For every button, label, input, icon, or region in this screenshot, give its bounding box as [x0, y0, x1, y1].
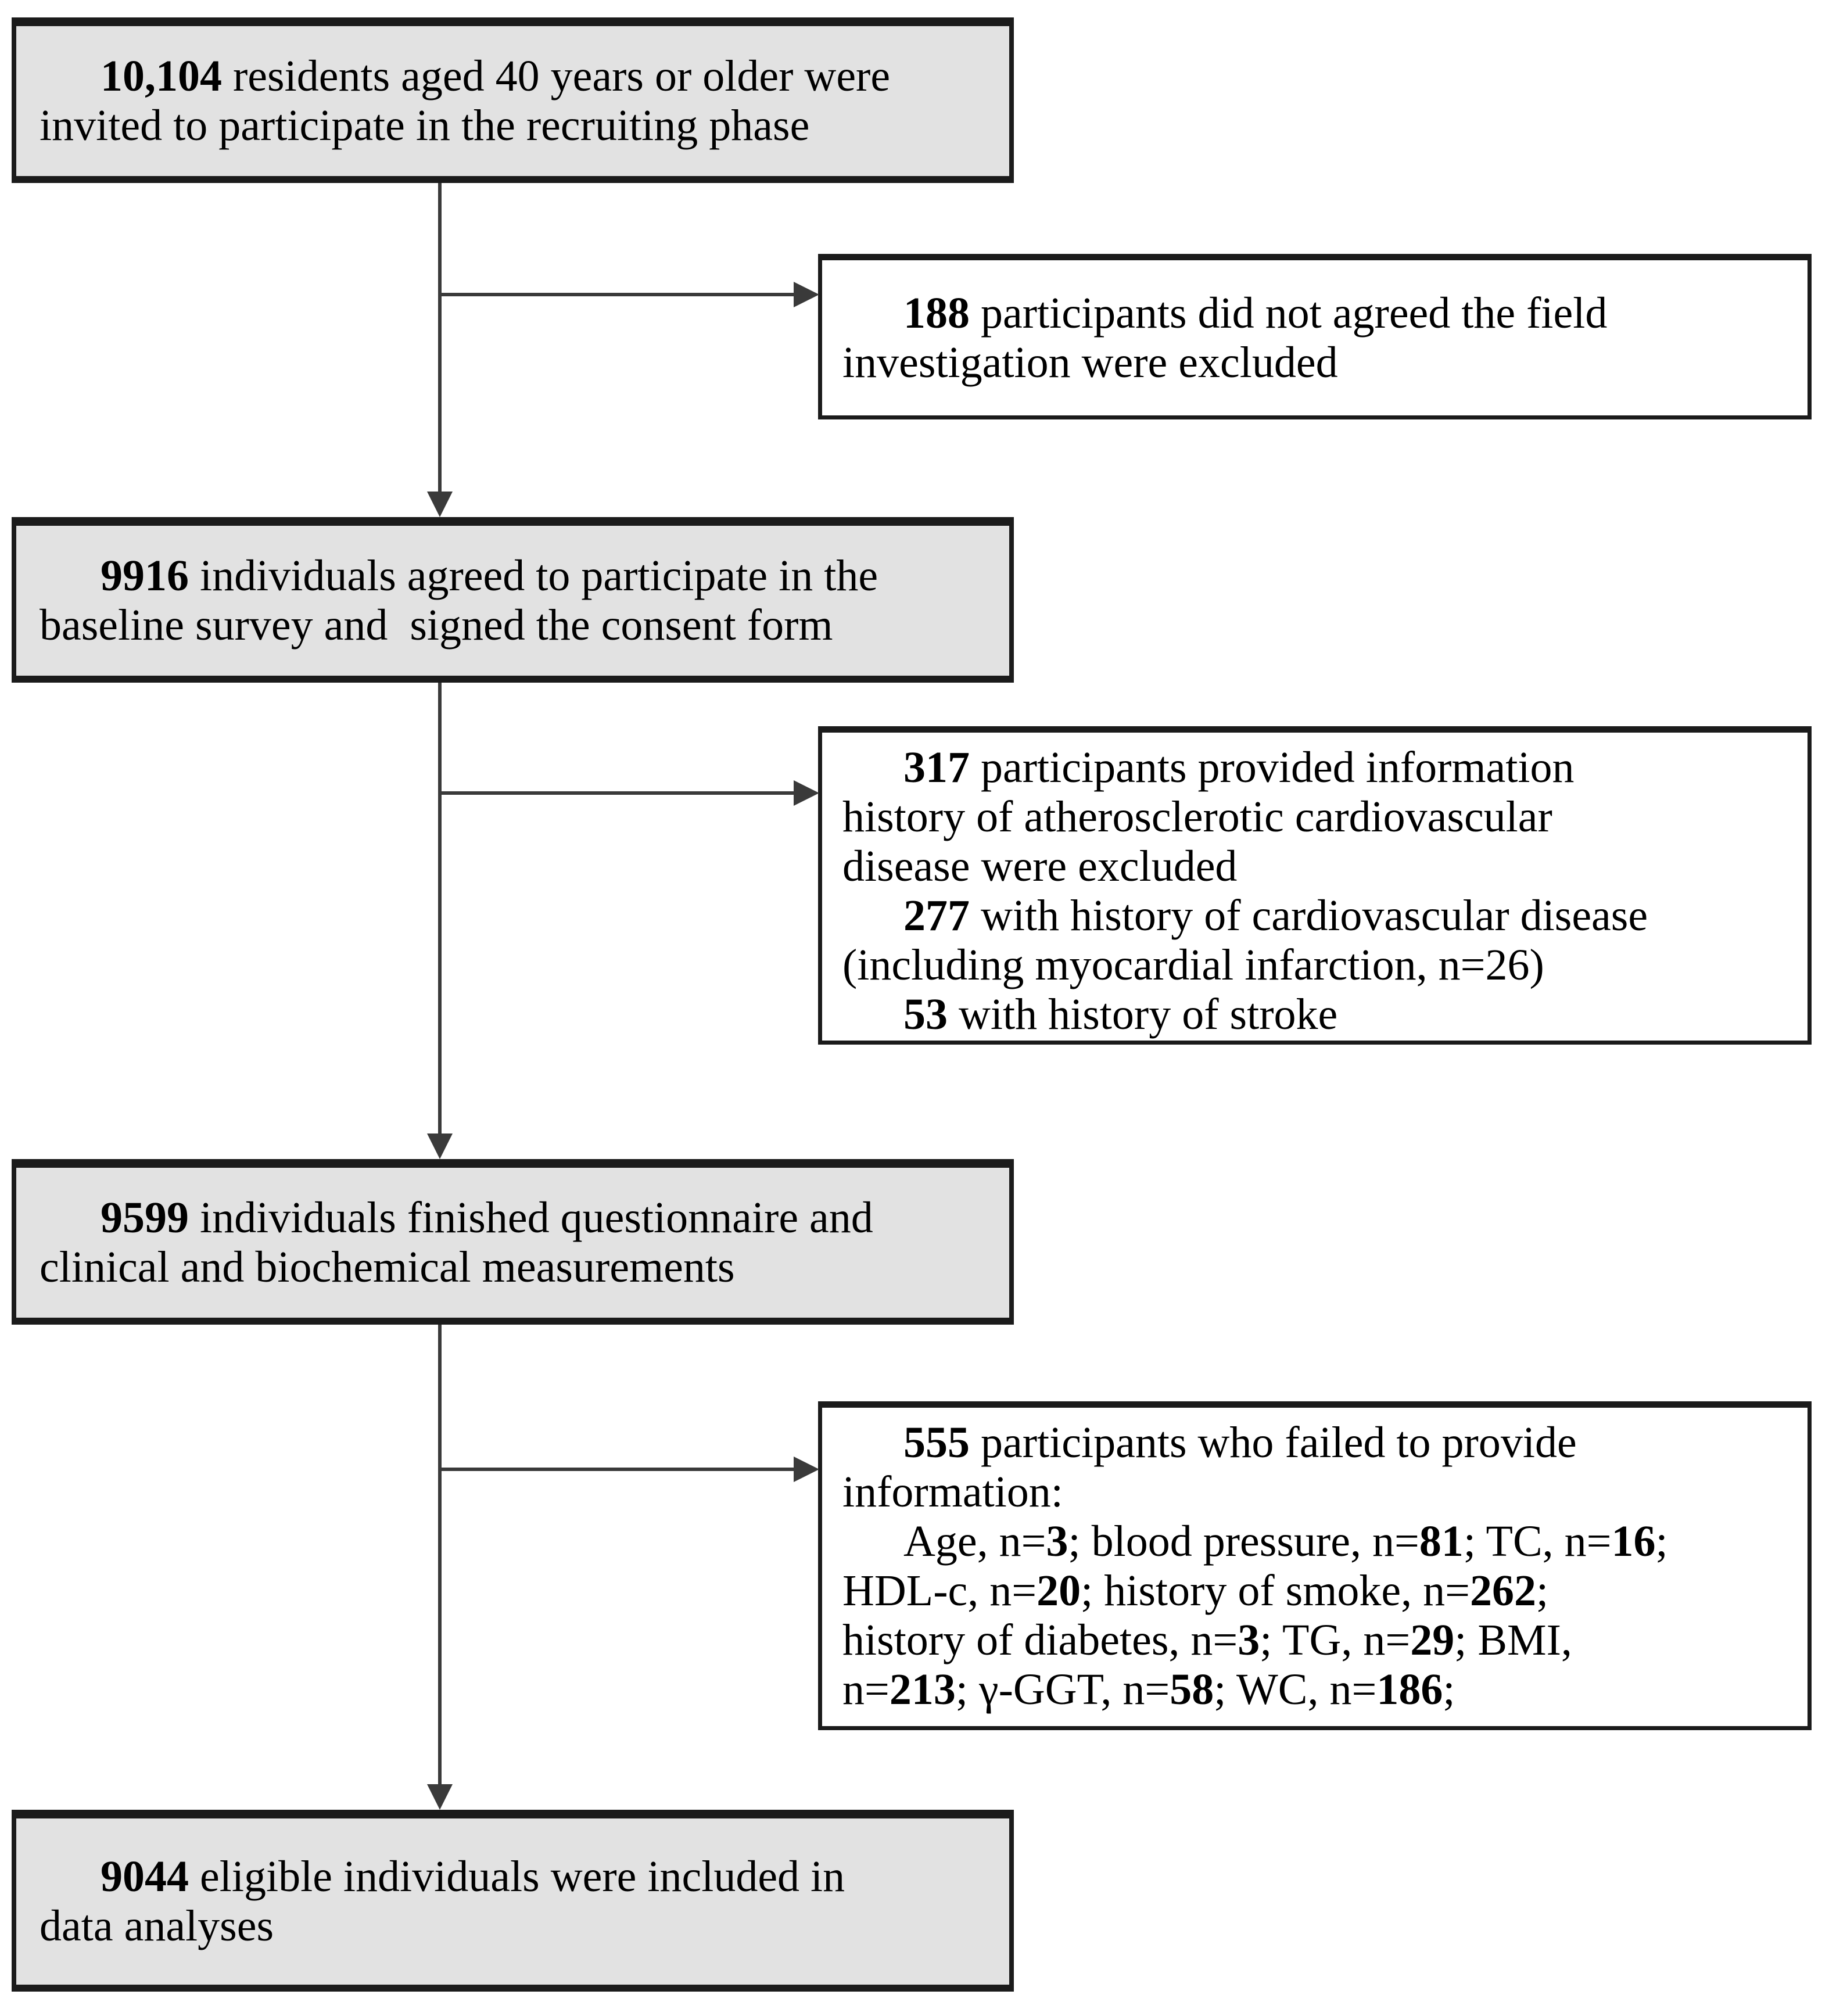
flow-box-final: 9044 eligible individuals were included … [12, 1810, 1014, 1992]
count-value: 277 [903, 891, 970, 940]
text-line: history of atherosclerotic cardiovascula… [842, 792, 1787, 842]
text-line: 9599 individuals finished questionnaire … [40, 1193, 986, 1243]
text-segment: ; WC, n= [1214, 1665, 1377, 1714]
arrowhead-down-icon-1 [427, 492, 453, 517]
flow-box-agreed: 9916 individuals agreed to participate i… [12, 517, 1014, 683]
text-line: baseline survey and signed the consent f… [40, 601, 986, 650]
text-line: invited to participate in the recruiting… [40, 101, 986, 150]
arrowhead-down-icon-3 [427, 1784, 453, 1810]
count-value: 81 [1419, 1517, 1464, 1566]
count-value: 10,104 [101, 52, 222, 101]
text-line: disease were excluded [842, 842, 1787, 891]
connector-branch-1 [440, 293, 794, 296]
text-line: (including myocardial infarction, n=26) [842, 941, 1787, 990]
text-segment: ; BMI, [1454, 1616, 1572, 1665]
arrowhead-right-icon-3 [794, 1457, 819, 1482]
count-value: 186 [1376, 1665, 1443, 1714]
connector-vertical-1 [438, 183, 442, 493]
flow-box-finished: 9599 individuals finished questionnaire … [12, 1159, 1014, 1325]
count-value: 53 [903, 990, 948, 1039]
text-segment: data analyses [40, 1902, 274, 1950]
count-value: 58 [1170, 1665, 1214, 1714]
count-value: 29 [1410, 1616, 1455, 1665]
text-segment: baseline survey and signed the consent f… [40, 601, 833, 650]
text-segment: n= [842, 1665, 890, 1714]
text-segment: Age, n= [903, 1517, 1046, 1566]
connector-branch-3 [440, 1468, 794, 1471]
text-segment: ; TC, n= [1463, 1517, 1612, 1566]
exclusion-box-refused: 188 participants did not agreed the fiel… [818, 254, 1812, 419]
text-line: Age, n=3; blood pressure, n=81; TC, n=16… [842, 1517, 1787, 1566]
text-segment: ; [1443, 1665, 1455, 1714]
count-value: 20 [1037, 1566, 1081, 1615]
count-value: 188 [903, 288, 970, 338]
text-segment: (including myocardial infarction, n=26) [842, 941, 1544, 989]
count-value: 262 [1469, 1566, 1536, 1615]
text-line: 10,104 residents aged 40 years or older … [40, 52, 986, 101]
text-segment: ; TG, n= [1260, 1616, 1411, 1665]
text-line: 317 participants provided information [842, 743, 1787, 792]
count-value: 555 [903, 1418, 970, 1467]
text-line: information: [842, 1468, 1787, 1517]
connector-branch-2 [440, 791, 794, 795]
text-segment: investigation were excluded [842, 338, 1338, 387]
text-segment: participants who failed to provide [970, 1418, 1577, 1467]
text-segment: history of atherosclerotic cardiovascula… [842, 792, 1552, 841]
text-segment: participants did not agreed the field [970, 288, 1608, 338]
count-value: 9044 [101, 1852, 189, 1901]
text-segment: information: [842, 1468, 1063, 1516]
text-segment: clinical and biochemical measurements [40, 1243, 735, 1292]
connector-vertical-3 [438, 1325, 442, 1785]
flow-box-invited: 10,104 residents aged 40 years or older … [12, 17, 1014, 183]
text-segment: HDL-c, n= [842, 1566, 1037, 1615]
text-segment: with history of cardiovascular disease [970, 891, 1648, 940]
text-segment: individuals agreed to participate in the [189, 551, 878, 600]
text-segment: residents aged 40 years or older were [222, 52, 891, 101]
count-value: 3 [1238, 1616, 1260, 1665]
text-segment: ; γ-GGT, n= [955, 1665, 1170, 1714]
text-segment: ; [1536, 1566, 1549, 1615]
text-line: n=213; γ-GGT, n=58; WC, n=186; [842, 1665, 1787, 1714]
count-value: 9916 [101, 551, 189, 600]
text-line: 9916 individuals agreed to participate i… [40, 551, 986, 601]
count-value: 317 [903, 743, 970, 792]
text-segment: disease were excluded [842, 842, 1238, 891]
count-value: 9599 [101, 1193, 189, 1242]
text-line: data analyses [40, 1902, 986, 1951]
text-line: clinical and biochemical measurements [40, 1243, 986, 1292]
text-segment: ; history of smoke, n= [1081, 1566, 1470, 1615]
text-segment: ; blood pressure, n= [1068, 1517, 1419, 1566]
arrowhead-right-icon-2 [794, 780, 819, 806]
count-value: 3 [1046, 1517, 1068, 1566]
text-segment: history of diabetes, n= [842, 1616, 1238, 1665]
arrowhead-down-icon-2 [427, 1133, 453, 1159]
text-segment: ; [1655, 1517, 1668, 1566]
text-segment: participants provided information [970, 743, 1575, 792]
text-line: 53 with history of stroke [842, 990, 1787, 1039]
connector-vertical-2 [438, 683, 442, 1135]
text-line: 188 participants did not agreed the fiel… [842, 289, 1787, 338]
text-line: history of diabetes, n=3; TG, n=29; BMI, [842, 1616, 1787, 1665]
arrowhead-right-icon-1 [794, 282, 819, 307]
text-line: 9044 eligible individuals were included … [40, 1852, 986, 1902]
text-line: HDL-c, n=20; history of smoke, n=262; [842, 1566, 1787, 1616]
text-segment: eligible individuals were included in [189, 1852, 845, 1901]
text-segment: with history of stroke [948, 990, 1338, 1039]
text-segment: individuals finished questionnaire and [189, 1193, 873, 1242]
text-line: investigation were excluded [842, 338, 1787, 388]
count-value: 213 [889, 1665, 956, 1714]
count-value: 16 [1611, 1517, 1656, 1566]
text-line: 277 with history of cardiovascular disea… [842, 891, 1787, 941]
text-segment: invited to participate in the recruiting… [40, 101, 810, 150]
text-line: 555 participants who failed to provide [842, 1418, 1787, 1468]
